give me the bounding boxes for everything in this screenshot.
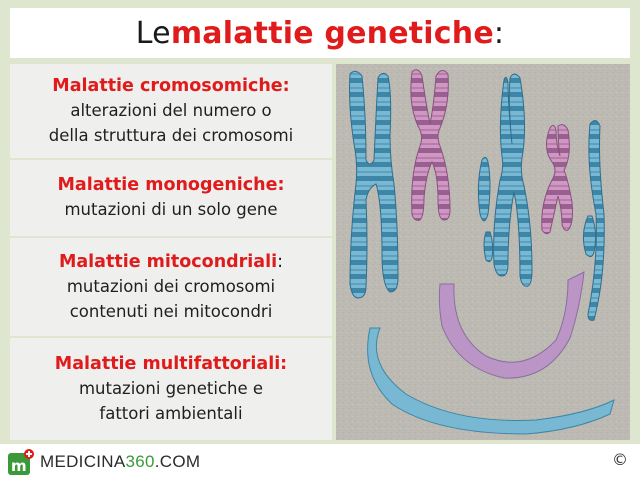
medicina360-logo-icon: m (8, 449, 34, 475)
blue-chromosome-large (349, 70, 399, 299)
chromosome-illustration (336, 64, 630, 440)
brand-name: MEDICINA360.COM (40, 452, 200, 472)
category-description-line: mutazioni dei cromosomi (66, 276, 276, 296)
brand-prefix: MEDICINA (40, 452, 126, 471)
category-heading: Malattie cromosomiche: (52, 75, 290, 96)
right-chromosome (541, 120, 605, 321)
title-suffix: : (493, 15, 505, 51)
svg-text:m: m (11, 457, 27, 475)
blue-chromosome-small (477, 156, 494, 263)
category-description-line: della struttura dei cromosomi (48, 125, 294, 145)
page-title: Le malattie genetiche: (10, 8, 630, 58)
category-heading: Malattie monogeniche: (57, 175, 285, 195)
blue-curve (367, 327, 615, 435)
category-description-line: mutazioni di un solo gene (64, 200, 278, 219)
category-heading-colon: : (277, 251, 284, 272)
brand-number: 360 (125, 452, 155, 471)
category-card-mitochondrial: Malattie mitocondriali: mutazioni dei cr… (10, 238, 332, 338)
blue-chromosome-center (493, 73, 533, 287)
pink-chromosome (410, 69, 451, 221)
category-description-line: alterazioni del numero o (70, 100, 272, 120)
category-card-multifactorial: Malattie multifattoriali: mutazioni gene… (10, 338, 332, 440)
title-accent: malattie genetiche (170, 15, 494, 51)
brand-logo[interactable]: m MEDICINA360.COM (8, 448, 200, 476)
copyright-symbol: © (612, 450, 628, 469)
category-description-line: mutazioni genetiche e (78, 378, 264, 398)
footer-bar (0, 444, 640, 480)
category-heading: Malattie mitocondriali (58, 251, 278, 272)
title-prefix: Le (135, 15, 171, 51)
category-description-line: fattori ambientali (99, 403, 243, 423)
category-list: Malattie cromosomiche: alterazioni del n… (10, 64, 332, 440)
category-card-monogenic: Malattie monogeniche: mutazioni di un so… (10, 160, 332, 238)
chromosome-drawing (336, 64, 630, 440)
category-heading-wrap: Malattie mitocondriali: (59, 251, 283, 274)
category-heading: Malattie multifattoriali: (54, 353, 288, 374)
category-description-line: contenuti nei mitocondri (69, 301, 273, 321)
purple-curve (438, 271, 585, 379)
category-card-chromosomal: Malattie cromosomiche: alterazioni del n… (10, 64, 332, 160)
brand-suffix: .COM (154, 452, 201, 471)
